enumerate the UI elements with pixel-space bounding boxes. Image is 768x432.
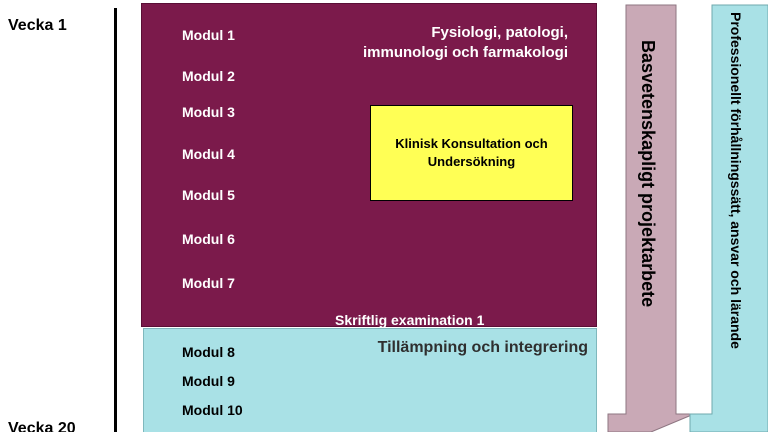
phase2-title: Tillämpning och integrering bbox=[377, 339, 588, 356]
professional-development-arrow bbox=[689, 4, 768, 432]
phase1-title: Fysiologi, patologi, immunologi och farm… bbox=[268, 23, 568, 63]
clinic-box-line2: Undersökning bbox=[427, 154, 516, 169]
clinic-box-line1: Klinisk Konsultation och bbox=[395, 136, 548, 151]
written-exam-label: Skriftlig examination 1 bbox=[335, 312, 485, 328]
phase1-title-line1: Fysiologi, patologi, bbox=[431, 24, 568, 41]
clinical-consultation-box: Klinisk Konsultation och Undersökning bbox=[370, 105, 573, 201]
module-1-label: Modul 1 bbox=[182, 27, 235, 43]
module-3-label: Modul 3 bbox=[182, 104, 235, 120]
professional-development-label: Professionellt förhållningssätt, ansvar … bbox=[728, 12, 744, 349]
week-start-label: Vecka 1 bbox=[8, 17, 67, 34]
science-project-label: Basvetenskapligt projektarbete bbox=[638, 40, 658, 308]
module-8-label: Modul 8 bbox=[182, 344, 235, 360]
module-4-label: Modul 4 bbox=[182, 146, 235, 162]
module-9-label: Modul 9 bbox=[182, 373, 235, 389]
module-10-label: Modul 10 bbox=[182, 402, 243, 418]
phase1-block: Fysiologi, patologi, immunologi och farm… bbox=[141, 3, 597, 328]
module-2-label: Modul 2 bbox=[182, 68, 235, 84]
module-5-label: Modul 5 bbox=[182, 187, 235, 203]
phase1-title-line2: immunologi och farmakologi bbox=[362, 44, 568, 61]
science-project-arrow bbox=[607, 4, 695, 432]
module-6-label: Modul 6 bbox=[182, 231, 235, 247]
timeline-bar bbox=[114, 8, 117, 432]
module-7-label: Modul 7 bbox=[182, 275, 235, 291]
phase2-block: Tillämpning och integrering Modul 8 Modu… bbox=[143, 328, 597, 432]
week-end-label: Vecka 20 bbox=[8, 420, 76, 432]
